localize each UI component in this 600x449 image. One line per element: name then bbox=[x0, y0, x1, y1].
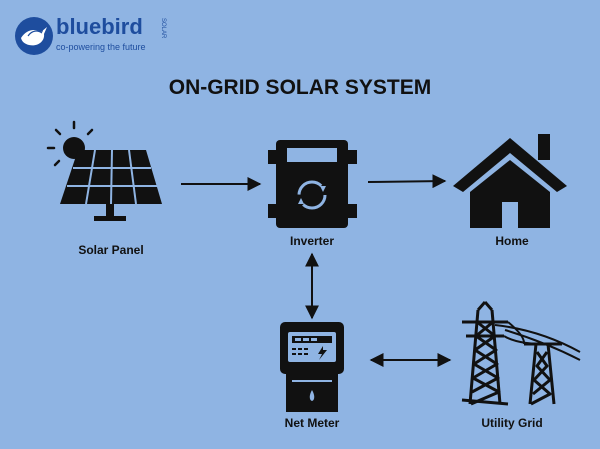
bird-logo-icon bbox=[15, 17, 53, 55]
utility-grid-label: Utility Grid bbox=[481, 416, 543, 430]
home-label: Home bbox=[495, 234, 529, 248]
transmission-tower-icon bbox=[461, 301, 581, 406]
brand-name: bluebird bbox=[56, 14, 143, 39]
solar-panel-label: Solar Panel bbox=[78, 243, 144, 257]
solar-panel-icon bbox=[46, 120, 162, 221]
electric-meter-icon bbox=[280, 322, 344, 412]
net-meter-label: Net Meter bbox=[284, 416, 340, 430]
brand-tagline: co-powering the future bbox=[56, 42, 146, 52]
inverter-label: Inverter bbox=[289, 234, 335, 248]
house-icon bbox=[453, 134, 567, 228]
inverter-icon bbox=[268, 140, 357, 228]
brand-vertical-text: SOLAR bbox=[160, 18, 166, 39]
page-title: ON-GRID SOLAR SYSTEM bbox=[168, 76, 432, 99]
arrow-inverter-to-home bbox=[367, 174, 447, 189]
brand-logo: bluebird co-powering the future SOLAR bbox=[14, 14, 174, 60]
